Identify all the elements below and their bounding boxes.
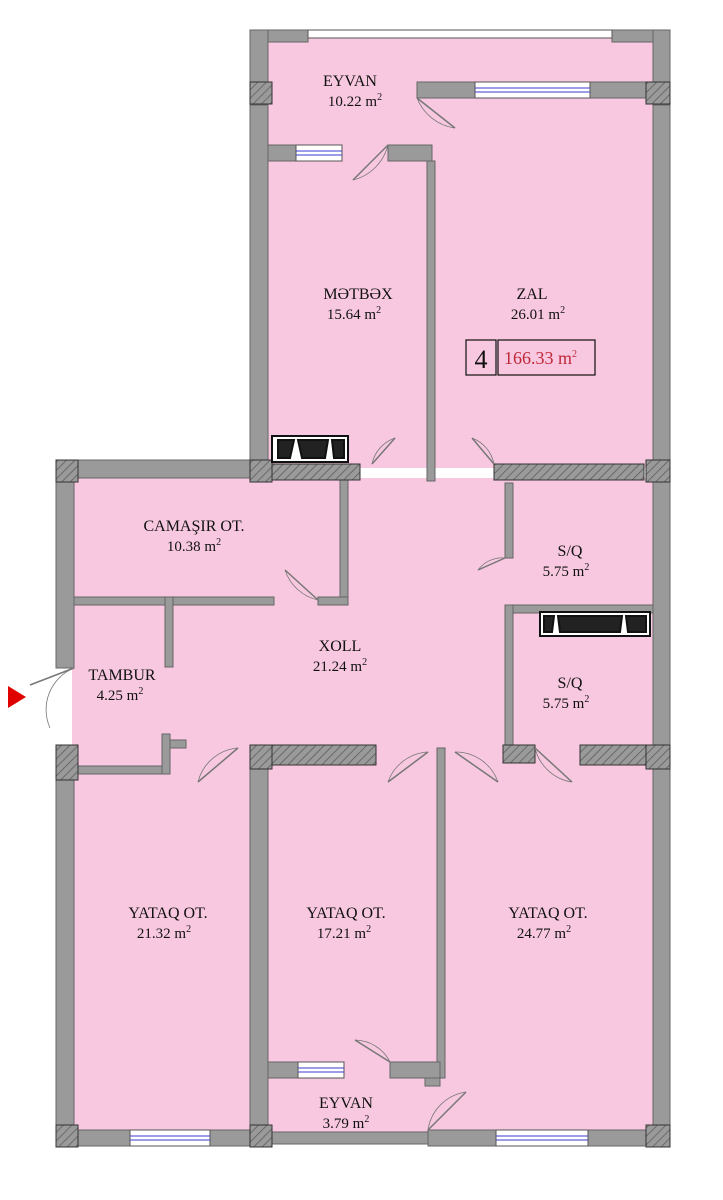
room-name: EYVAN: [319, 1095, 373, 1112]
door-swing-icon: [29, 97, 573, 1131]
structural-walls: [55, 81, 671, 1148]
room-name: XOLL: [319, 638, 362, 655]
floor-fill: [72, 38, 653, 1140]
room-area: 21.24 m2: [313, 657, 367, 675]
ventilation-shaft-icon: [271, 435, 651, 637]
room-area: 5.75 m2: [543, 694, 590, 712]
room-name: CAMAŞIR OT.: [143, 518, 244, 535]
room-name: YATAQ OT.: [508, 905, 587, 922]
room-name: S/Q: [558, 543, 583, 560]
walls: [55, 29, 671, 1147]
room-area: 17.21 m2: [317, 924, 371, 942]
room-name: EYVAN: [323, 73, 377, 90]
room-area: 3.79 m2: [323, 1114, 370, 1132]
room-area: 15.64 m2: [327, 305, 381, 323]
room-area: 24.77 m2: [517, 924, 571, 942]
room-name: YATAQ OT.: [128, 905, 207, 922]
room-name: TAMBUR: [88, 667, 156, 684]
room-area: 10.22 m2: [328, 92, 382, 110]
room-labels: EYVAN 10.22 m2 MƏTBƏX 15.64 m2 ZAL 26.01…: [88, 73, 589, 1132]
room-area: 5.75 m2: [543, 562, 590, 580]
room-area: 21.32 m2: [137, 924, 191, 942]
room-name: MƏTBƏX: [323, 286, 393, 303]
room-name: S/Q: [558, 675, 583, 692]
unit-total-area: 166.33 m2: [504, 348, 577, 368]
room-name: ZAL: [516, 286, 547, 303]
room-name: YATAQ OT.: [306, 905, 385, 922]
window-icon: [129, 29, 613, 1147]
unit-label: 4 166.33 m2: [465, 339, 596, 376]
unit-number: 4: [475, 345, 488, 374]
room-area: 10.38 m2: [167, 537, 221, 555]
room-area: 4.25 m2: [97, 686, 144, 704]
entrance-arrow-icon: [8, 686, 26, 708]
room-area: 26.01 m2: [511, 305, 565, 323]
